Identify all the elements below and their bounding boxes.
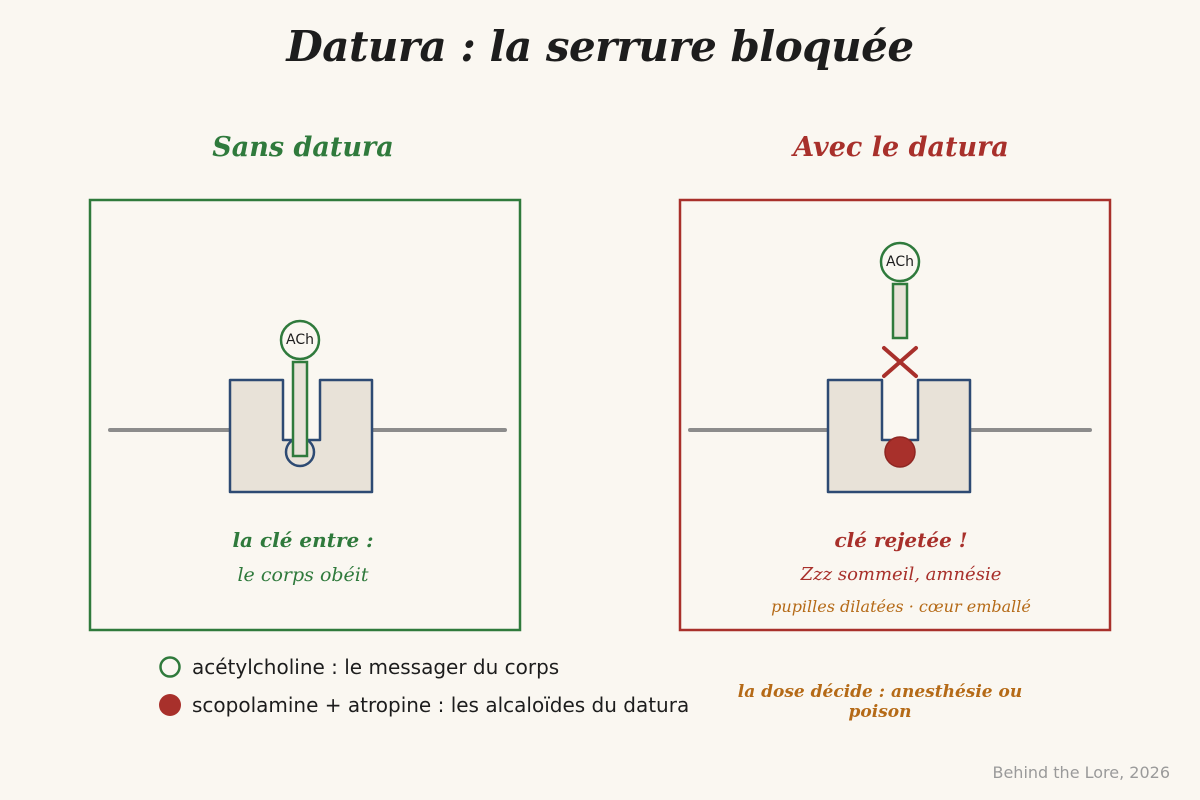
left-panel-frame [88,198,522,632]
right-ach-shaft [891,282,909,340]
rejected-x-icon [882,346,918,378]
left-caption-line1: la clé entre : [232,528,374,552]
left-panel-heading: Sans datura [212,132,394,163]
right-ach-label: ACh [886,254,914,270]
alkaloid-legend-icon [159,694,181,716]
right-alkaloid-blocker [884,436,916,468]
right-caption-line1: clé rejetée ! [834,528,968,552]
dose-note: la dose décide : anesthésie ou poison [737,682,1023,722]
ach-legend-icon [159,656,181,678]
credit-text: Behind the Lore, 2026 [992,763,1170,782]
left-ach-shaft [291,360,309,458]
legend-alkaloids-label: scopolamine + atropine : les alcaloïdes … [192,693,690,717]
legend-item-ach: acétylcholine : le messager du corps [158,655,559,679]
right-panel-heading: Avec le datura [793,132,1009,163]
left-ach-head [279,319,321,361]
legend-item-alkaloids: scopolamine + atropine : les alcaloïdes … [158,693,689,717]
page-title: Datura : la serrure bloquée [286,22,914,71]
right-ach-head [879,241,921,283]
right-caption-line2: Zzz sommeil, amnésie [800,564,1002,585]
legend-ach-label: acétylcholine : le messager du corps [192,655,560,679]
right-caption-line3: pupilles dilatées · cœur emballé [771,597,1031,616]
left-receptor [228,378,374,494]
right-receptor [826,378,972,494]
right-panel-frame [678,198,1112,632]
left-caption-line2: le corps obéit [237,564,369,586]
left-ach-label: ACh [286,332,314,348]
